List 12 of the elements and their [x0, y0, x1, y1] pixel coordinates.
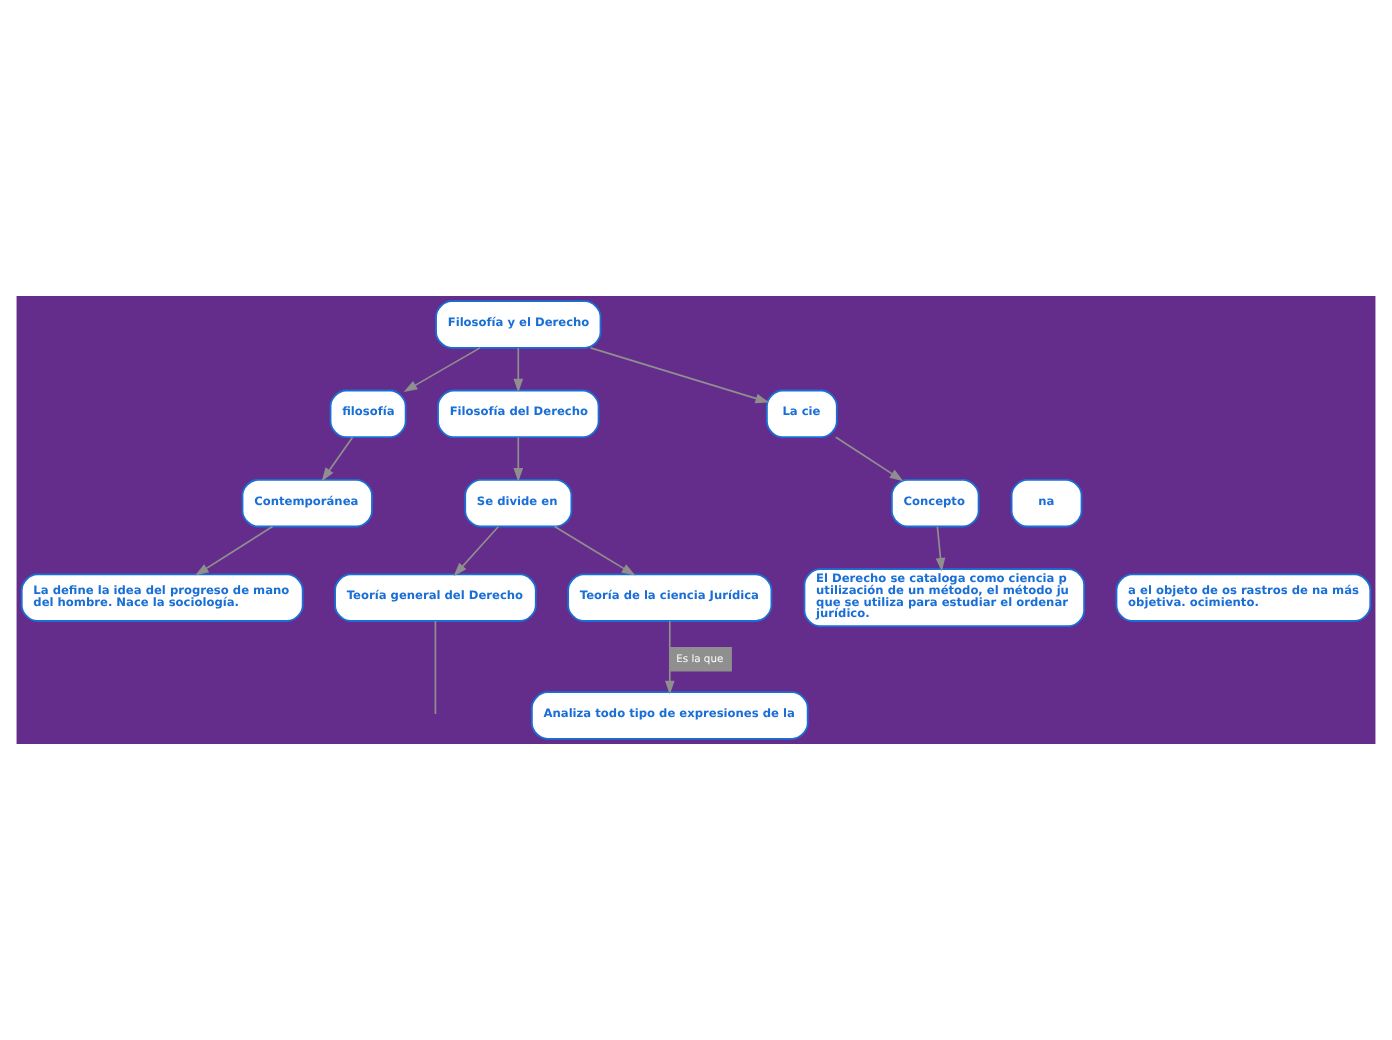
arrow: [835, 436, 904, 482]
arrow: [935, 525, 946, 572]
arrow: [321, 436, 354, 482]
arrow: [195, 525, 274, 576]
arrow: [513, 347, 524, 393]
connector: [434, 620, 437, 715]
arrow: [403, 347, 481, 392]
arrow: [664, 620, 675, 695]
arrow: [589, 347, 770, 404]
arrow: [513, 436, 524, 482]
arrow: [453, 525, 500, 577]
arrow: [553, 525, 636, 576]
